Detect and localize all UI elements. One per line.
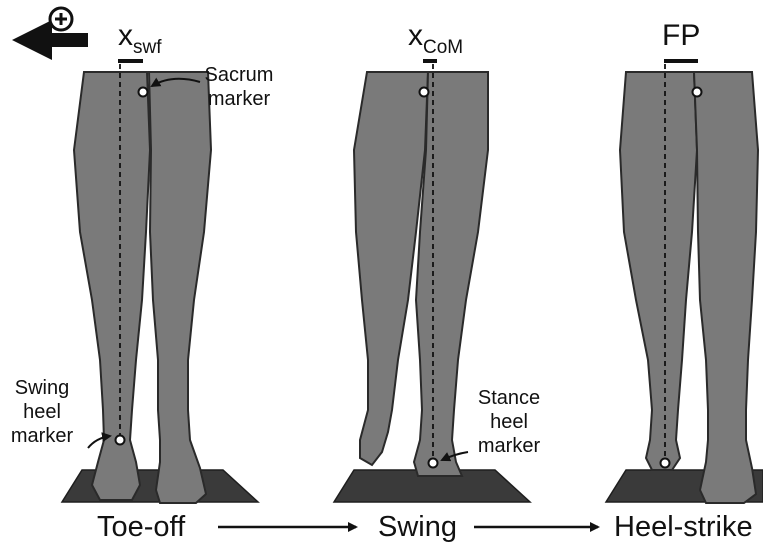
heel-marker-dot-heel-strike: [661, 459, 670, 468]
stance-heel-marker-label: Stance heel marker: [464, 386, 554, 458]
x-swf-label: xswf: [118, 20, 162, 56]
x-com-label: xCoM: [408, 20, 463, 56]
stance-heel-marker-dot: [429, 459, 438, 468]
fp-label: FP: [662, 20, 700, 52]
phase-heel-strike-label: Heel-strike: [614, 510, 753, 544]
swing-heel-marker-dot: [116, 436, 125, 445]
sacrum-marker-dot: [139, 88, 148, 97]
sacrum-marker-dot-heel-strike: [693, 88, 702, 97]
swing-heel-marker-label: Swing heel marker: [4, 376, 80, 448]
sacrum-marker-dot-swing: [420, 88, 429, 97]
direction-arrow-icon: [12, 8, 88, 60]
phase-toe-off-label: Toe-off: [97, 510, 185, 544]
legs-toe-off: [74, 72, 211, 503]
sacrum-marker-label: Sacrum marker: [198, 63, 280, 111]
phase-swing-label: Swing: [378, 510, 457, 544]
legs-heel-strike: [620, 72, 758, 503]
